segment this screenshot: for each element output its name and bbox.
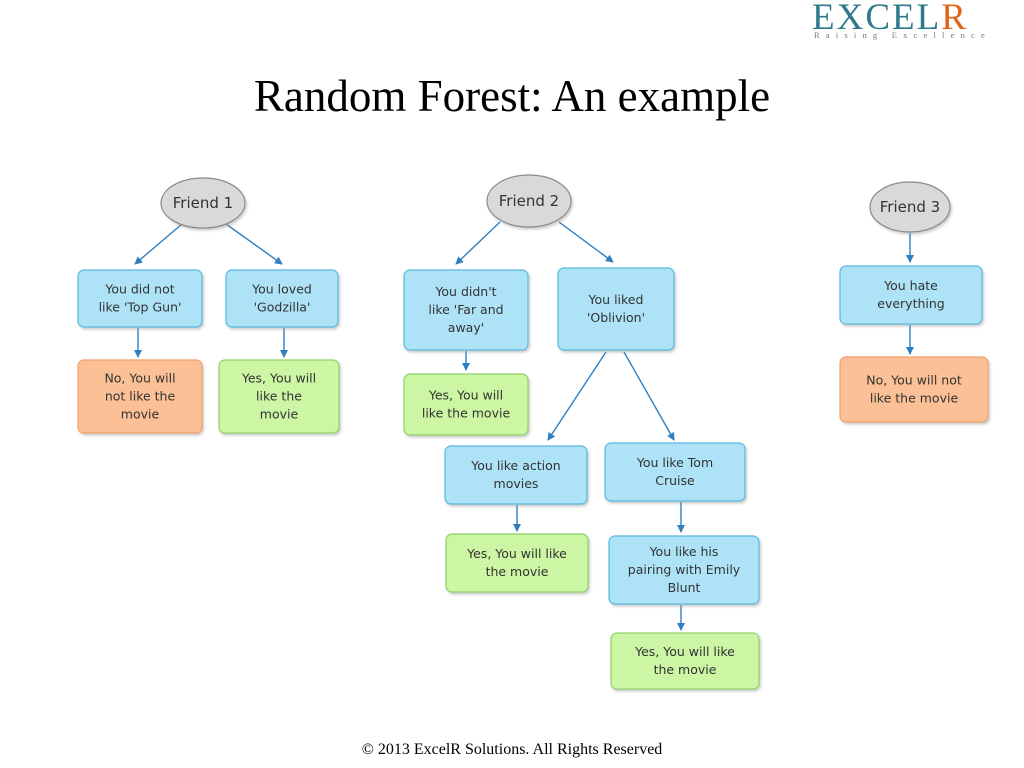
f2-answer-yes: Yes, You will like the movie: [403, 373, 529, 436]
f1-answer-no-text: No, You will: [104, 371, 175, 386]
f3-question-hate-box: [839, 265, 983, 325]
arrow-f1-left: [134, 223, 183, 265]
logo-wordmark-prefix: EXCEL: [812, 0, 942, 38]
excelr-logo: EXCELR Raising Excellence: [806, 0, 1022, 44]
f1-answer-no-text: not like the: [105, 389, 176, 404]
f1-answer-yes-box: [218, 359, 340, 434]
f1-question-godzilla: You loved 'Godzilla': [225, 269, 339, 328]
logo-wordmark-accent: R: [941, 0, 968, 38]
f2-question-action-box: [444, 445, 588, 505]
f1-question-godzilla-box: [225, 269, 339, 328]
f1-question-top-gun-text: like 'Top Gun': [99, 300, 182, 315]
f2-question-emily-blunt-text: Blunt: [668, 580, 701, 595]
f2-answer-blunt-yes: Yes, You will like the movie: [610, 632, 760, 690]
f2-question-tom-cruise-text: Cruise: [655, 473, 695, 488]
f3-question-hate: You hate everything: [839, 265, 983, 325]
f3-answer-no-box: [839, 356, 989, 423]
friend-2-node-ellipse: [486, 174, 572, 228]
arrow-f1-right: [225, 223, 283, 265]
f1-answer-yes-text: Yes, You will: [241, 371, 316, 386]
arrow-f2-oblivion-cruise: [623, 351, 675, 441]
f1-answer-yes-text: movie: [260, 407, 299, 422]
f2-question-far-and-away-box: [403, 269, 529, 351]
f2-question-tom-cruise-text: You like Tom: [636, 455, 713, 470]
f1-question-godzilla-text: You loved: [251, 282, 312, 297]
f2-question-oblivion-box: [557, 267, 675, 351]
f2-question-action: You like action movies: [444, 445, 588, 505]
friend-3-node-ellipse: [869, 181, 951, 233]
f2-answer-action-yes-text: the movie: [486, 564, 549, 579]
friend-2-node: Friend 2: [486, 174, 572, 228]
friend-1-node: Friend 1: [160, 177, 246, 229]
f3-question-hate-text: everything: [877, 296, 944, 311]
f2-question-emily-blunt-box: [608, 535, 760, 605]
f2-question-far-and-away-text: away': [448, 320, 484, 335]
f3-answer-no: No, You will not like the movie: [839, 356, 989, 423]
f1-question-top-gun-box: [77, 269, 203, 328]
friend-2-node-label: Friend 2: [499, 192, 559, 210]
f2-question-action-text: You like action: [470, 458, 560, 473]
friend-3-node: Friend 3: [869, 181, 951, 233]
footer-copyright: © 2013 ExcelR Solutions. All Rights Rese…: [361, 741, 663, 758]
f1-question-top-gun: You did not like 'Top Gun': [77, 269, 203, 328]
f2-question-oblivion: You liked 'Oblivion': [557, 267, 675, 351]
f3-answer-no-text: No, You will not: [866, 373, 962, 388]
f1-question-godzilla-text: 'Godzilla': [254, 300, 311, 315]
f2-answer-action-yes-text: Yes, You will like: [466, 546, 567, 561]
friend-1-node-ellipse: [160, 177, 246, 229]
f2-answer-yes-text: like the movie: [422, 406, 511, 421]
logo-tagline: Raising Excellence: [814, 30, 991, 40]
slide-title: Random Forest: An example: [253, 71, 771, 121]
f2-answer-action-yes: Yes, You will like the movie: [445, 533, 589, 593]
f2-answer-yes-box: [403, 373, 529, 436]
f2-answer-yes-text: Yes, You will: [428, 388, 503, 403]
f2-question-far-and-away-text: like 'Far and: [428, 302, 503, 317]
f1-answer-yes: Yes, You will like the movie: [218, 359, 340, 434]
arrow-f2-left: [455, 221, 501, 265]
f2-answer-blunt-yes-text: the movie: [654, 662, 717, 677]
f1-answer-yes-text: like the: [256, 389, 302, 404]
friend-1-node-label: Friend 1: [173, 194, 233, 212]
f3-question-hate-text: You hate: [883, 278, 938, 293]
f1-answer-no-box: [77, 359, 203, 434]
f1-answer-no-text: movie: [121, 407, 160, 422]
f2-question-action-text: movies: [494, 476, 539, 491]
f1-question-top-gun-text: You did not: [104, 282, 174, 297]
f2-question-emily-blunt-text: You like his: [649, 544, 719, 559]
f2-question-tom-cruise-box: [604, 442, 746, 502]
f2-question-far-and-away: You didn't like 'Far and away': [403, 269, 529, 351]
f2-question-oblivion-text: You liked: [588, 292, 644, 307]
arrow-f2-right: [558, 221, 614, 263]
f2-answer-blunt-yes-box: [610, 632, 760, 690]
f2-answer-action-yes-box: [445, 533, 589, 593]
f2-question-emily-blunt-text: pairing with Emily: [628, 562, 741, 577]
nodes: Friend 1 You did not like 'Top Gun' No, You…: [77, 174, 989, 690]
connectors: [134, 221, 914, 631]
f2-question-far-and-away-text: You didn't: [434, 284, 496, 299]
f3-answer-no-text: like the movie: [870, 391, 959, 406]
logo-wordmark: EXCELR: [812, 0, 968, 40]
arrow-f2-oblivion-action: [547, 351, 607, 441]
f1-answer-no: No, You will not like the movie: [77, 359, 203, 434]
friend-3-node-label: Friend 3: [880, 198, 940, 216]
f2-question-oblivion-text: 'Oblivion': [587, 310, 645, 325]
f2-answer-blunt-yes-text: Yes, You will like: [634, 644, 735, 659]
